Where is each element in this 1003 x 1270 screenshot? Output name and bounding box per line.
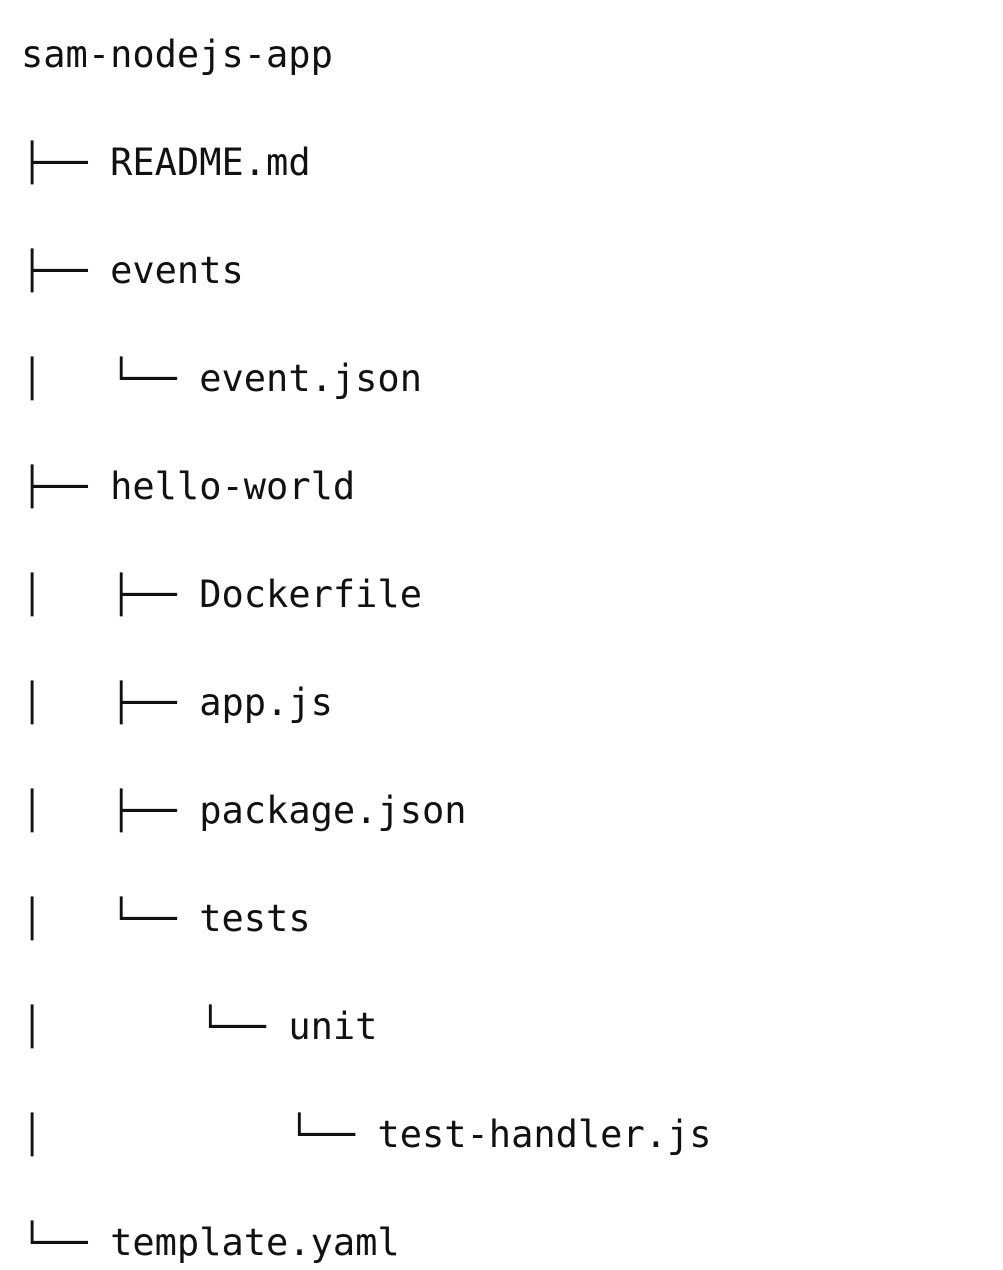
tree-branch-connector-icon: │ └── xyxy=(21,357,200,400)
tree-file-label[interactable]: template.yaml xyxy=(110,1221,400,1264)
directory-tree-listing: sam-nodejs-app ├── README.md ├── events … xyxy=(21,28,712,1270)
tree-directory-label[interactable]: events xyxy=(110,249,244,292)
tree-branch-connector-icon: ├── xyxy=(21,465,111,508)
tree-row[interactable]: │ └── event.json xyxy=(21,352,712,406)
tree-row[interactable]: ├── hello-world xyxy=(21,460,712,514)
tree-branch-connector-icon: │ ├── xyxy=(21,573,200,616)
tree-row[interactable]: │ ├── Dockerfile xyxy=(21,568,712,622)
tree-branch-connector-icon: ├── xyxy=(21,249,111,292)
tree-directory-label[interactable]: tests xyxy=(199,897,311,940)
tree-row[interactable]: │ └── unit xyxy=(21,1000,712,1054)
tree-row[interactable]: │ └── test-handler.js xyxy=(21,1108,712,1162)
tree-directory-label[interactable]: unit xyxy=(288,1005,378,1048)
tree-branch-connector-icon: │ ├── xyxy=(21,789,200,832)
tree-file-label[interactable]: app.js xyxy=(199,681,333,724)
tree-file-label[interactable]: README.md xyxy=(110,141,311,184)
tree-file-label[interactable]: Dockerfile xyxy=(199,573,422,616)
tree-row[interactable]: ├── README.md xyxy=(21,136,712,190)
tree-branch-connector-icon: │ └── xyxy=(21,897,200,940)
tree-directory-label[interactable]: hello-world xyxy=(110,465,356,508)
tree-row[interactable]: │ ├── package.json xyxy=(21,784,712,838)
tree-file-label[interactable]: package.json xyxy=(199,789,467,832)
tree-branch-connector-icon: │ └── xyxy=(21,1005,289,1048)
tree-branch-connector-icon: └── xyxy=(21,1221,111,1264)
tree-directory-label[interactable]: sam-nodejs-app xyxy=(21,33,333,76)
directory-tree-canvas: sam-nodejs-app ├── README.md ├── events … xyxy=(21,33,712,1264)
tree-root-row[interactable]: sam-nodejs-app xyxy=(21,28,712,82)
tree-branch-connector-icon: │ ├── xyxy=(21,681,200,724)
tree-row[interactable]: │ ├── app.js xyxy=(21,676,712,730)
tree-row[interactable]: └── template.yaml xyxy=(21,1216,712,1270)
tree-file-label[interactable]: test-handler.js xyxy=(377,1113,712,1156)
tree-file-label[interactable]: event.json xyxy=(199,357,422,400)
tree-row[interactable]: │ └── tests xyxy=(21,892,712,946)
tree-branch-connector-icon: ├── xyxy=(21,141,111,184)
tree-row[interactable]: ├── events xyxy=(21,244,712,298)
tree-branch-connector-icon: │ └── xyxy=(21,1113,378,1156)
